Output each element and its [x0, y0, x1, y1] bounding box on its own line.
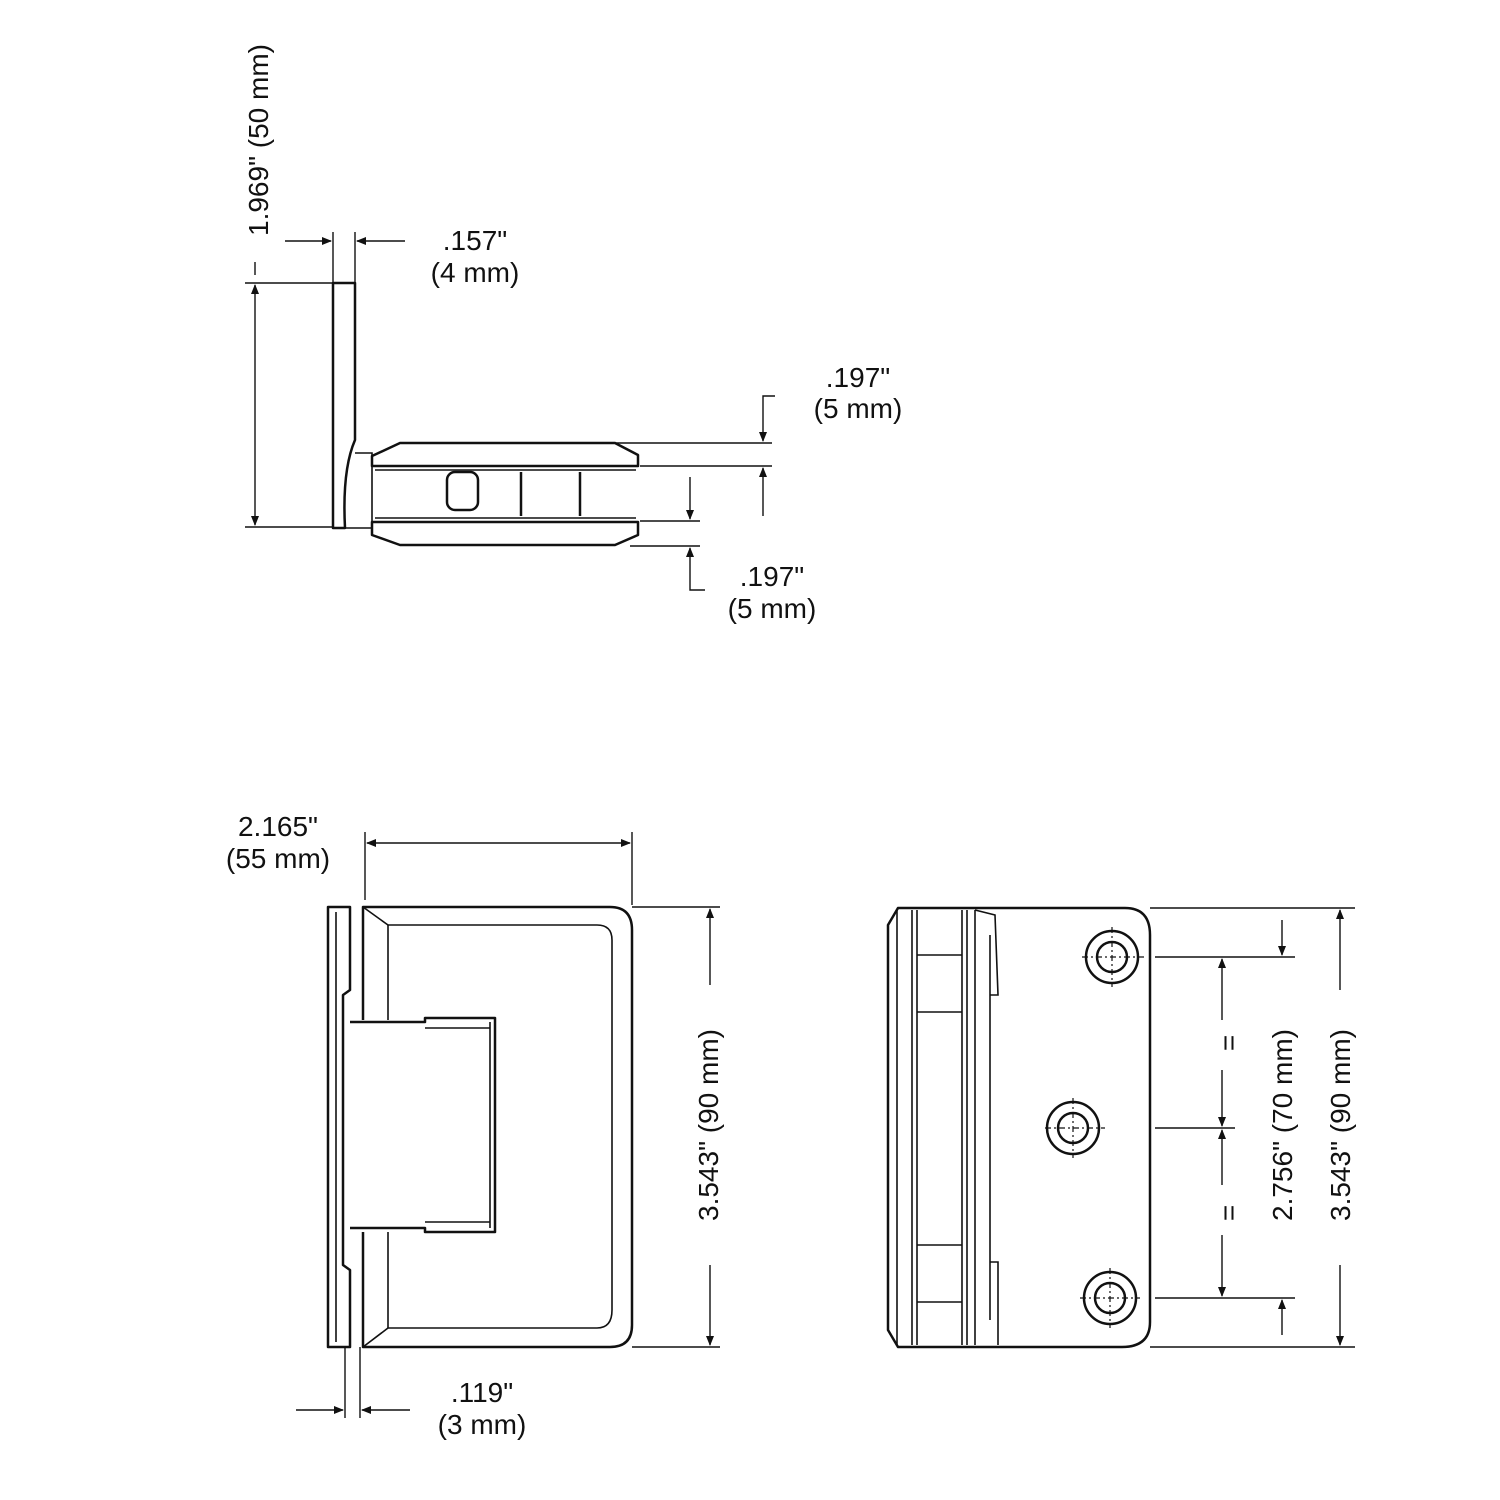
- wall-plate: [326, 905, 352, 1349]
- dimension-front-width: 2.165" (55 mm): [226, 811, 633, 905]
- screw-slot: [445, 470, 480, 512]
- front-view: 2.165" (55 mm) 3.543" (90 mm) .119" (3 m…: [226, 811, 724, 1440]
- bottom-offset-mm: (5 mm): [728, 593, 817, 624]
- plate-thickness-mm: (4 mm): [431, 257, 520, 288]
- side-view: = = 2.756" (70 mm) 3.543" (90 mm): [886, 906, 1356, 1349]
- clamp-body: [361, 905, 634, 1349]
- dimension-bottom-offset: .197" (5 mm): [630, 477, 816, 624]
- hinge-knuckle: [350, 1016, 497, 1234]
- bottom-offset-inch: .197": [740, 561, 804, 592]
- dimension-top-height: 1.969" (50 mm): [243, 44, 333, 528]
- plate-gap-inch: .119": [451, 1377, 513, 1408]
- mounting-hole-middle: [1045, 1098, 1105, 1158]
- top-height-label: 1.969" (50 mm): [243, 44, 274, 236]
- equal-mark: =: [1213, 1205, 1244, 1221]
- side-height-label: 3.543" (90 mm): [1325, 1029, 1356, 1221]
- equal-mark: =: [1213, 1035, 1244, 1051]
- plate-gap-mm: (3 mm): [438, 1409, 527, 1440]
- front-height-label: 3.543" (90 mm): [693, 1029, 724, 1221]
- plate-thickness-inch: .157": [443, 225, 507, 256]
- mounting-plate-profile: [331, 281, 373, 530]
- glass-clamp-profile: [370, 441, 640, 547]
- front-width-inch: 2.165": [238, 811, 318, 842]
- top-offset-mm: (5 mm): [814, 393, 903, 424]
- dimension-front-height: 3.543" (90 mm): [632, 906, 724, 1348]
- hole-spacing-label: 2.756" (70 mm): [1267, 1029, 1298, 1221]
- dimension-plate-gap: .119" (3 mm): [296, 1347, 526, 1440]
- dimension-plate-thickness: .157" (4 mm): [285, 225, 519, 288]
- top-view: 1.969" (50 mm) .157" (4 mm) .197" (5 mm): [243, 44, 902, 624]
- side-body: [886, 906, 1152, 1349]
- mounting-hole-bottom: [1080, 1268, 1140, 1328]
- front-width-mm: (55 mm): [226, 843, 330, 874]
- dimension-top-offset: .197" (5 mm): [615, 362, 902, 516]
- top-offset-inch: .197": [826, 362, 890, 393]
- dimension-hole-spacing: = = 2.756" (70 mm): [1155, 956, 1298, 1299]
- dimension-side-height: 3.543" (90 mm): [1150, 907, 1356, 1348]
- mounting-hole-top: [1082, 927, 1145, 987]
